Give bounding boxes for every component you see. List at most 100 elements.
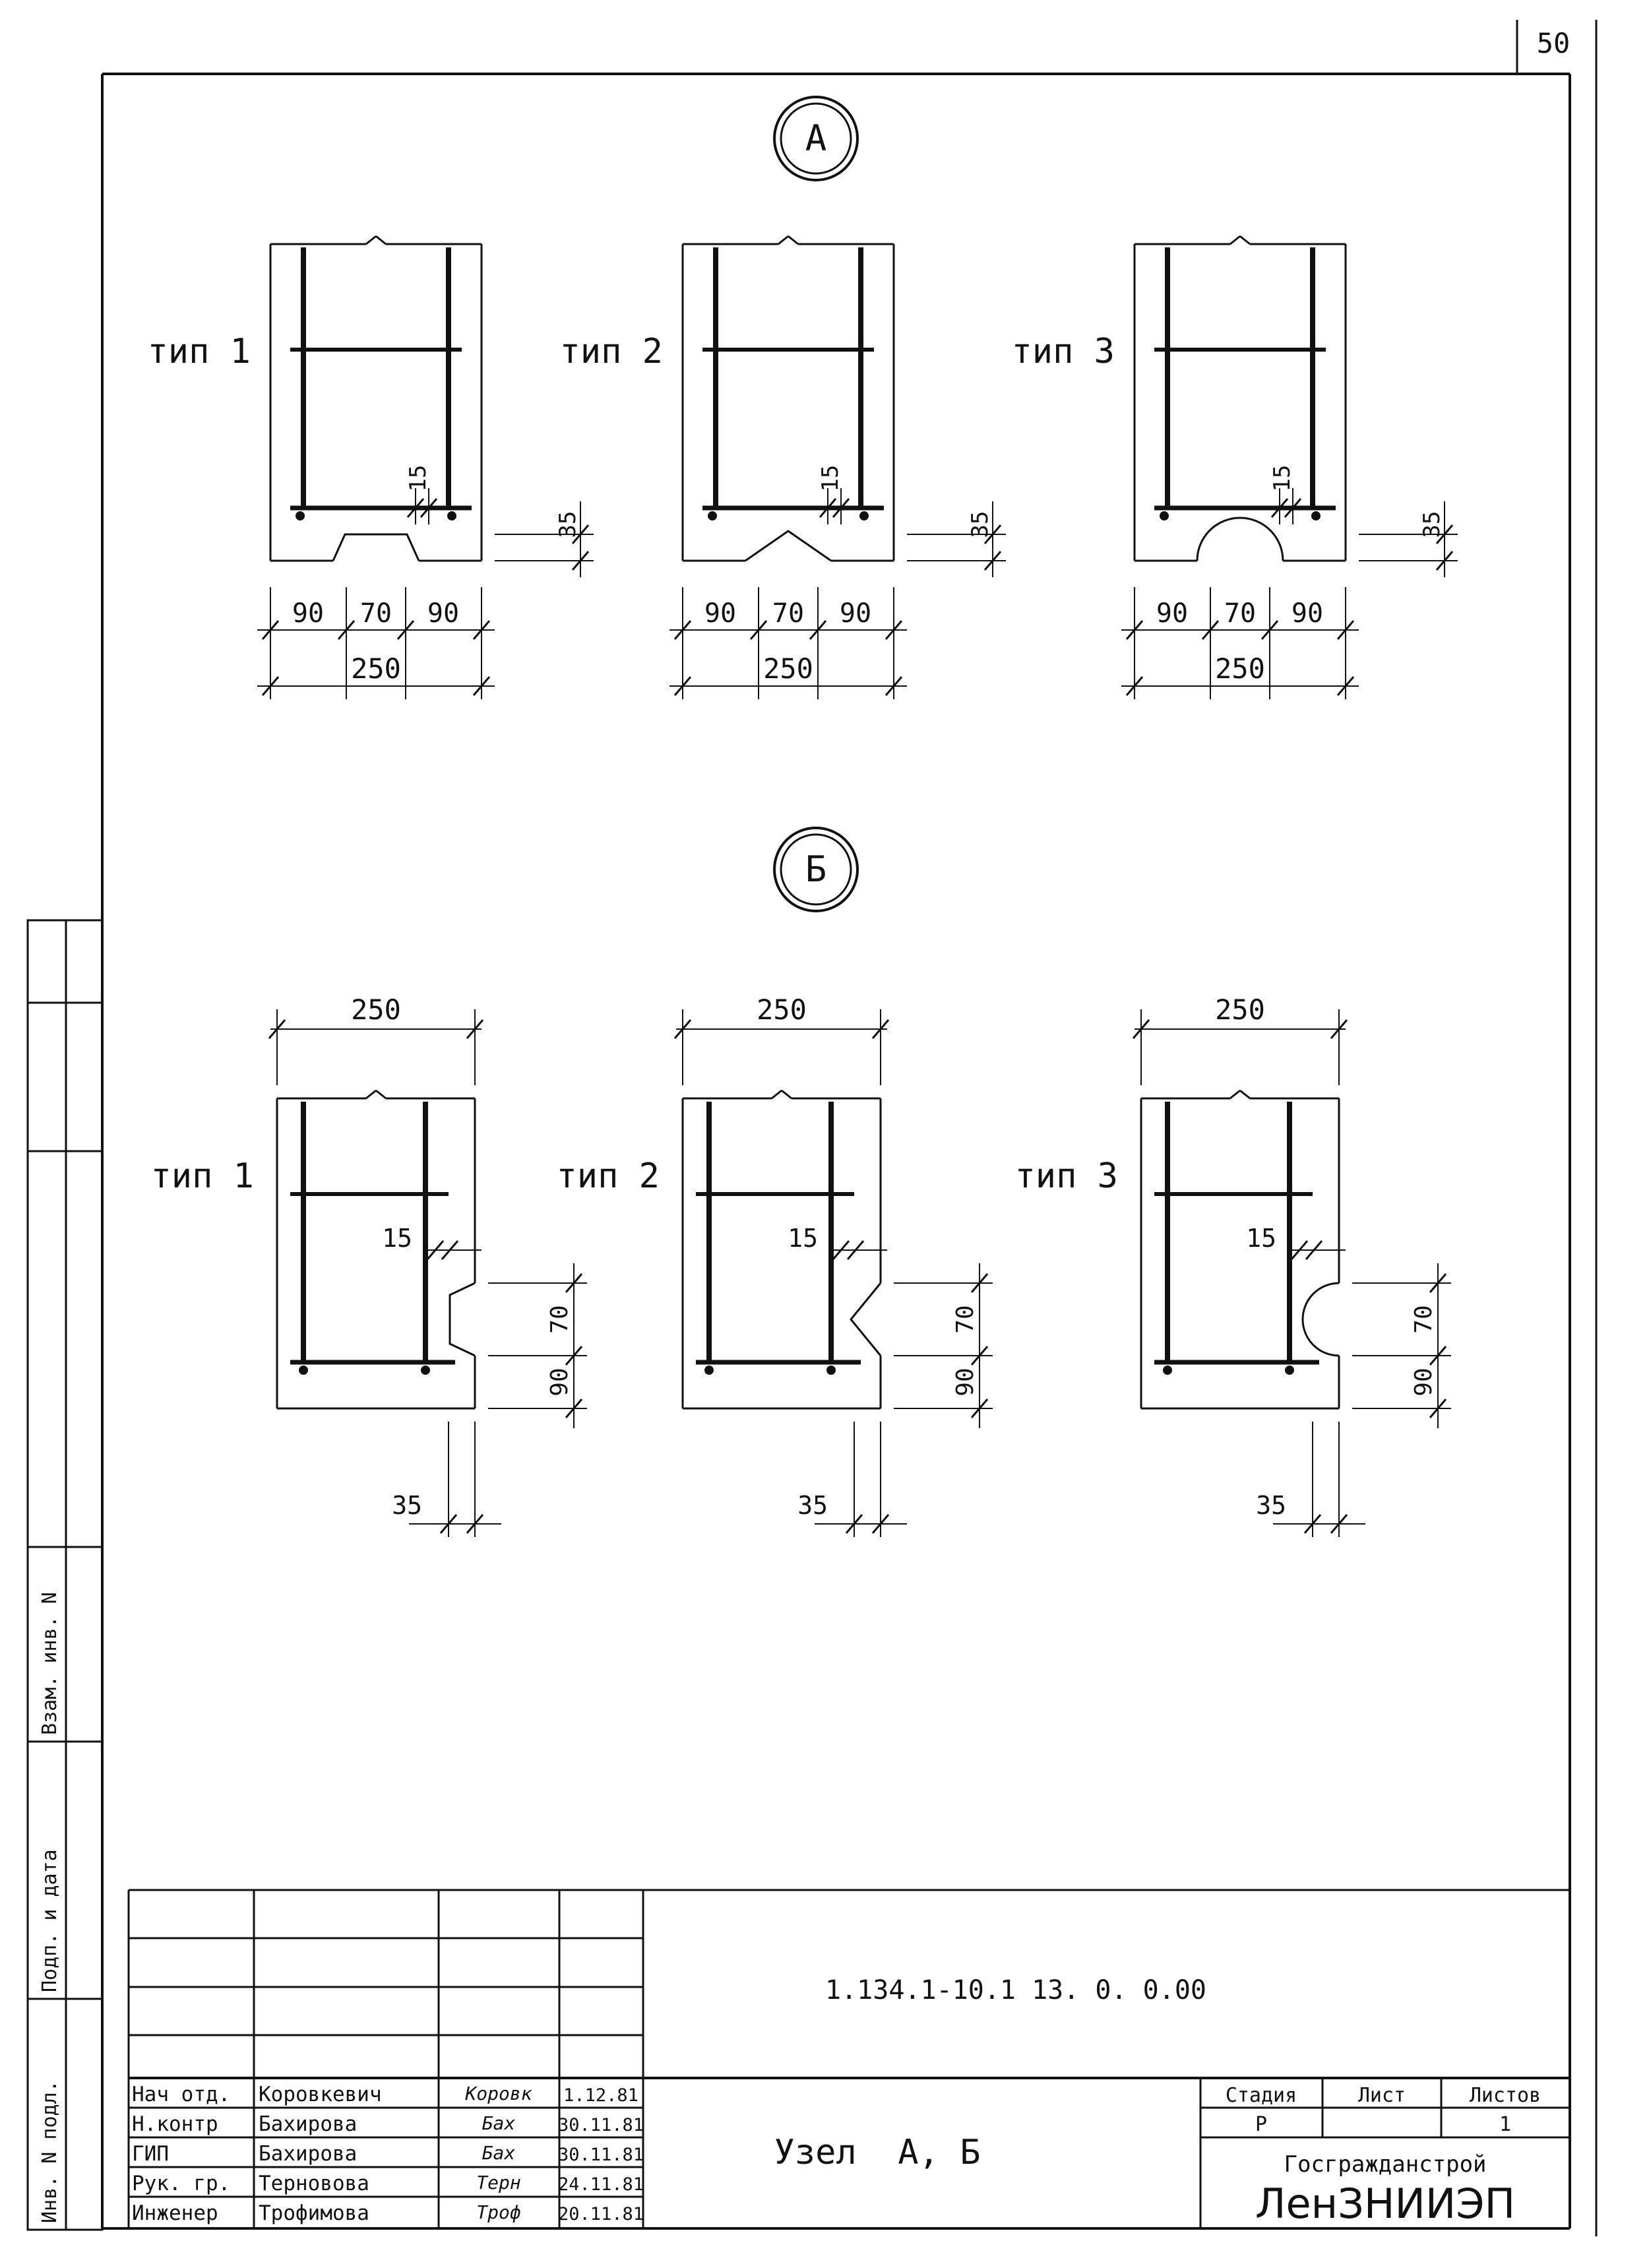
document-code: 1.134.1-10.1 13. 0. 0.00 (825, 1975, 1206, 2005)
signer-role: Инженер (132, 2201, 218, 2225)
signer-date: 24.11.81 (558, 2174, 644, 2195)
dimension-tick (970, 1399, 989, 1418)
dimension-90: 90 (427, 598, 459, 629)
dimension-tick (1303, 1514, 1322, 1534)
dimension-tick (1284, 498, 1302, 518)
dimension-tick (1132, 1019, 1150, 1039)
break-line (375, 235, 387, 245)
break-line (1239, 1089, 1251, 1100)
signer-signature: Троф (476, 2201, 520, 2223)
side-stamp-sign-label: Подп. и дата (38, 1849, 61, 1992)
dimension-tick (426, 1240, 445, 1260)
type-label: тип 1 (147, 332, 251, 371)
dimension-90: 90 (952, 1368, 979, 1396)
dimension-70: 70 (772, 598, 804, 629)
dimension-tick (845, 1514, 863, 1534)
dimension-15: 15 (1246, 1224, 1276, 1253)
signer-date: 30.11.81 (558, 2145, 644, 2165)
break-line (788, 235, 799, 245)
rebar-dot (1163, 1366, 1172, 1375)
dimension-90: 90 (1156, 598, 1188, 629)
dimension-70: 70 (952, 1305, 979, 1333)
dimension-tick (1435, 524, 1454, 544)
break-line (771, 1089, 782, 1100)
dimension-15: 15 (817, 465, 844, 492)
dimension-tick (1201, 620, 1220, 640)
dimension-tick (832, 1240, 850, 1260)
dimension-tick (1429, 1399, 1447, 1418)
organization-name: Госгражданстрой (1284, 2151, 1486, 2178)
dimension-tick (819, 498, 837, 518)
dimension-tick (439, 1514, 458, 1534)
dimension-tick (441, 1240, 459, 1260)
dimension-tick (472, 676, 491, 696)
dimension-tick (396, 620, 415, 640)
rebar-dot (704, 1366, 714, 1375)
rebar-dot (447, 511, 456, 520)
dimension-tick (261, 620, 280, 640)
dimension-250: 250 (763, 652, 813, 685)
dimension-tick (261, 676, 280, 696)
dimension-tick (565, 1346, 583, 1366)
dimension-tick (749, 620, 768, 640)
drawing-title: Узел А, Б (774, 2133, 980, 2172)
dimension-tick (673, 620, 692, 640)
dimension-70: 70 (360, 598, 392, 629)
break-line (375, 1089, 387, 1100)
dimension-35: 35 (1256, 1491, 1286, 1520)
sheet-number: 50 (1537, 27, 1571, 59)
break-line (1239, 235, 1251, 245)
dimension-70: 70 (546, 1305, 573, 1333)
dimension-tick (983, 524, 1002, 544)
dimension-tick (571, 551, 590, 571)
signer-role: Нач отд. (132, 2083, 230, 2106)
dimension-tick (1330, 1514, 1348, 1534)
signer-name: Бахирова (259, 2142, 357, 2166)
side-stamp-inv-label: Инв. N подл. (38, 2080, 61, 2223)
break-line (365, 235, 377, 245)
signer-name: Терновова (259, 2172, 369, 2195)
dimension-tick (1429, 1273, 1447, 1293)
dimension-tick (673, 1019, 692, 1039)
institute-name: ЛенЗНИИЭП (1255, 2180, 1515, 2228)
dimension-tick (673, 676, 692, 696)
dimension-tick (565, 1399, 583, 1418)
stage-header: Стадия (1226, 2084, 1297, 2107)
signer-role: Рук. гр. (132, 2172, 230, 2195)
dimension-15: 15 (405, 465, 431, 492)
dimension-tick (1305, 1240, 1323, 1260)
title-block-grid (127, 1889, 1570, 2228)
rebar-dot (1160, 511, 1169, 520)
groove-triangle (745, 530, 832, 562)
rebar-dot (826, 1366, 836, 1375)
dimension-tick (970, 1273, 989, 1293)
dimension-35: 35 (555, 511, 581, 538)
signer-date: 30.11.81 (558, 2115, 644, 2135)
dimension-250: 250 (1215, 993, 1265, 1026)
sheet-header: Лист (1358, 2084, 1406, 2107)
groove-semicircle (1196, 517, 1284, 561)
dimension-tick (871, 1019, 890, 1039)
dimension-tick (983, 551, 1002, 571)
rebar-dot (708, 511, 717, 520)
dimension-tick (1429, 1346, 1447, 1366)
dimension-tick (1270, 498, 1289, 518)
signer-signature: Бах (482, 2112, 516, 2134)
dimension-35: 35 (392, 1491, 422, 1520)
break-line (1229, 235, 1241, 245)
dimension-70: 70 (1410, 1305, 1437, 1333)
dimension-tick (1125, 676, 1144, 696)
stage-value: Р (1255, 2113, 1267, 2136)
dimension-tick (466, 1019, 484, 1039)
dimension-tick (406, 498, 425, 518)
dimension-tick (846, 1240, 865, 1260)
dimension-15: 15 (788, 1224, 818, 1253)
